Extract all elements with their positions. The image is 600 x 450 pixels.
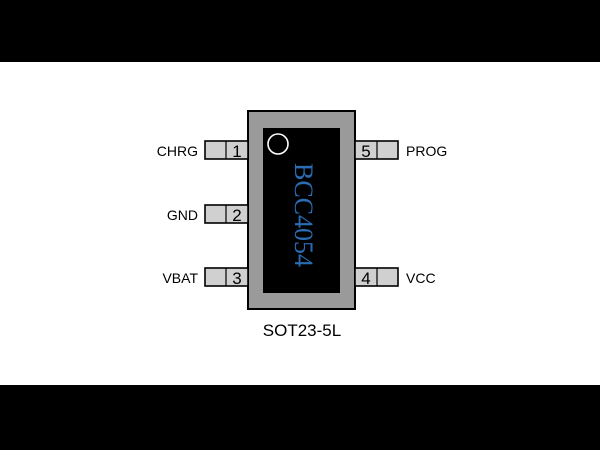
pin-1: 1 CHRG [157, 140, 249, 161]
pin-number: 4 [361, 269, 370, 288]
pin-2: 2 GND [167, 204, 249, 225]
pin-label: VBAT [162, 270, 198, 286]
pin-5: 5 PROG [354, 140, 447, 161]
pin-label: PROG [406, 143, 447, 159]
pin-4: 4 VCC [354, 267, 436, 288]
pin-number: 1 [232, 142, 241, 161]
pin-label: GND [167, 207, 198, 223]
pin1-indicator-icon [267, 133, 289, 155]
letterbox-bottom [0, 385, 600, 450]
package-die [263, 128, 340, 293]
letterbox-top [0, 0, 600, 62]
pin-number: 5 [361, 142, 370, 161]
pin-3: 3 VBAT [162, 267, 249, 288]
pin-label: VCC [406, 270, 436, 286]
pin-label: CHRG [157, 143, 198, 159]
chip-marking: BCC4054 [289, 163, 318, 267]
package-name: SOT23-5L [263, 321, 341, 340]
pin-number: 2 [232, 206, 241, 225]
pin-number: 3 [232, 269, 241, 288]
